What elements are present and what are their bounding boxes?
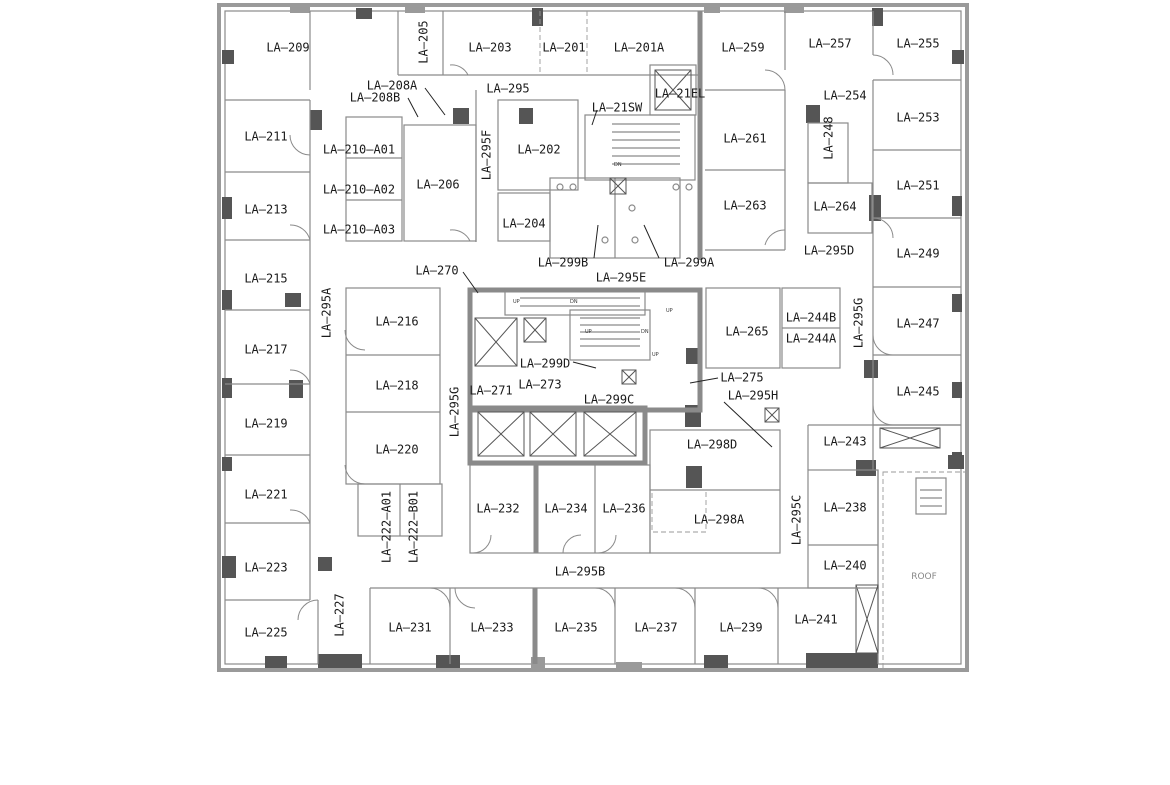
stair-up-mark: UP (513, 299, 520, 305)
room-label-la-295c: LA–295C (790, 495, 804, 546)
room-label-la-251: LA–251 (896, 179, 939, 193)
room-label-la-218: LA–218 (375, 379, 418, 393)
stair-marks: UP DN UP DN UP UP DN (513, 162, 673, 358)
room-label-la-270: LA–270 (415, 264, 458, 278)
room-label-la-210-a01: LA–210–A01 (323, 143, 395, 157)
stair-up-mark-2: UP (585, 329, 592, 335)
room-label-la-240: LA–240 (823, 559, 866, 573)
room-label-la-248: LA–248 (822, 116, 836, 159)
stair-dn-mark-2: DN (641, 329, 649, 335)
room-label-la-227: LA–227 (333, 593, 347, 636)
room-label-la-299a: LA–299A (664, 256, 715, 270)
room-label-la-263: LA–263 (723, 199, 766, 213)
room-label-la-21el: LA–21EL (655, 87, 706, 101)
room-label-la-245: LA–245 (896, 385, 939, 399)
room-label-la-295a: LA–295A (320, 287, 334, 338)
room-label-la-298a: LA–298A (694, 513, 745, 527)
room-label-la-265: LA–265 (725, 325, 768, 339)
room-label-la-201a: LA–201A (614, 41, 665, 55)
room-label-la-235: LA–235 (554, 621, 597, 635)
room-label-la-243: LA–243 (823, 435, 866, 449)
room-label-la-216: LA–216 (375, 315, 418, 329)
room-label-la-299b: LA–299B (538, 256, 589, 270)
room-label-la-202: LA–202 (517, 143, 560, 157)
interior-walls (225, 11, 961, 664)
room-label-la-201: LA–201 (542, 41, 585, 55)
room-label-la-208a: LA–208A (367, 79, 418, 93)
room-label-la-254: LA–254 (823, 89, 866, 103)
room-label-la-206: LA–206 (416, 178, 459, 192)
stair-up-mark-3: UP (666, 308, 673, 314)
leader-lines (407, 87, 773, 448)
room-label-la-217: LA–217 (244, 343, 287, 357)
room-label-la-249: LA–249 (896, 247, 939, 261)
room-label-la-219: LA–219 (244, 417, 287, 431)
room-label-la-209: LA–209 (266, 41, 309, 55)
room-label-la-295d: LA–295D (804, 244, 855, 258)
room-label-la-211: LA–211 (244, 130, 287, 144)
room-label-la-234: LA–234 (544, 502, 587, 516)
room-label-la-213: LA–213 (244, 203, 287, 217)
room-label-la-204: LA–204 (502, 217, 545, 231)
room-label-la-239: LA–239 (719, 621, 762, 635)
room-label-la-295: LA–295 (486, 82, 529, 96)
room-label-la-295h: LA–295H (728, 389, 779, 403)
room-label-la-241: LA–241 (794, 613, 837, 627)
room-label-la-233: LA–233 (470, 621, 513, 635)
room-label-la-295g-right: LA–295G (852, 298, 866, 349)
room-label-la-299d: LA–299D (520, 357, 571, 371)
room-label-la-275: LA–275 (720, 371, 763, 385)
room-label-la-237: LA–237 (634, 621, 677, 635)
room-label-la-295e: LA–295E (596, 271, 647, 285)
room-label-la-295b: LA–295B (555, 565, 606, 579)
room-label-la-299c: LA–299C (584, 393, 635, 407)
room-label-la-222-b01: LA–222–B01 (407, 491, 421, 563)
room-label-la-215: LA–215 (244, 272, 287, 286)
room-label-la-210-a03: LA–210–A03 (323, 223, 395, 237)
room-label-la-236: LA–236 (602, 502, 645, 516)
room-label-la-257: LA–257 (808, 37, 851, 51)
stair-up-mark-4: UP (652, 352, 659, 358)
room-label-la-244b: LA–244B (786, 311, 837, 325)
room-label-la-222-a01: LA–222–A01 (380, 491, 394, 563)
room-label-la-220: LA–220 (375, 443, 418, 457)
roof-label: ROOF (911, 572, 937, 582)
room-label-la-208b: LA–208B (350, 91, 401, 105)
room-label-la-205: LA–205 (417, 20, 431, 63)
room-label-la-231: LA–231 (388, 621, 431, 635)
room-label-la-259: LA–259 (721, 41, 764, 55)
building-shell (217, 3, 969, 672)
room-label-la-247: LA–247 (896, 317, 939, 331)
room-label-la-221: LA–221 (244, 488, 287, 502)
room-label-la-21sw: LA–21SW (592, 101, 643, 115)
room-label-la-295g-left: LA–295G (448, 387, 462, 438)
room-label-la-261: LA–261 (723, 132, 766, 146)
columns (222, 5, 964, 670)
room-label-la-298d: LA–298D (687, 438, 738, 452)
room-label-la-225: LA–225 (244, 626, 287, 640)
room-label-la-271: LA–271 (469, 384, 512, 398)
stair-dn-mark-3: DN (614, 162, 622, 168)
room-label-la-253: LA–253 (896, 111, 939, 125)
room-label-la-295f: LA–295F (480, 130, 494, 181)
room-label-la-232: LA–232 (476, 502, 519, 516)
room-label-la-244a: LA–244A (786, 332, 837, 346)
room-label-la-203: LA–203 (468, 41, 511, 55)
room-label-la-210-a02: LA–210–A02 (323, 183, 395, 197)
stair-dn-mark: DN (570, 299, 578, 305)
room-label-la-273: LA–273 (518, 378, 561, 392)
room-label-la-255: LA–255 (896, 37, 939, 51)
room-label-la-223: LA–223 (244, 561, 287, 575)
room-label-la-264: LA–264 (813, 200, 856, 214)
room-label-la-238: LA–238 (823, 501, 866, 515)
